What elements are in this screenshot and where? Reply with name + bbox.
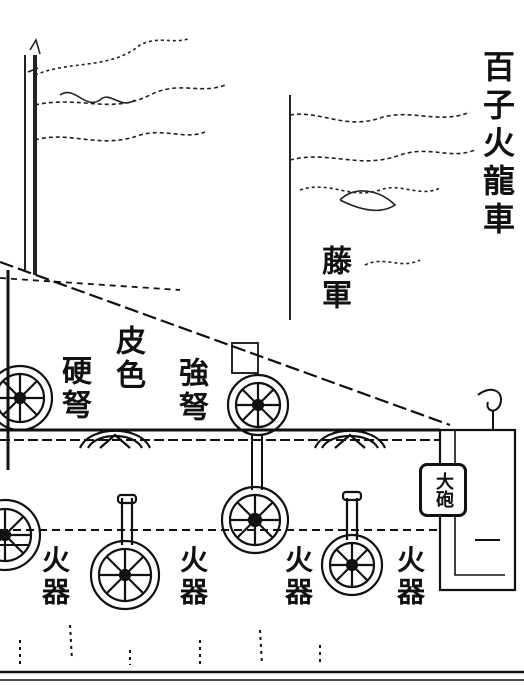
label-ying-nu: 硬弩: [56, 355, 91, 423]
title: 百子火龍車: [478, 50, 516, 240]
center-raised-wheel: [226, 342, 290, 490]
label-huo-qi-2: 火器: [176, 545, 209, 609]
label-huo-qi-4: 火器: [393, 545, 426, 609]
label-teng-che: 藤軍: [316, 245, 351, 313]
label-pi-pao: 皮色: [110, 325, 145, 393]
da-pao-box: 大砲: [419, 463, 467, 517]
lower-wheels: [0, 485, 384, 611]
label-qiang-nu: 強弩: [173, 357, 208, 425]
flag-right: [289, 95, 476, 320]
upper-wheels: [0, 364, 387, 449]
cart-frame: [0, 260, 524, 681]
label-huo-qi-1: 火器: [38, 545, 71, 609]
flag-left: [24, 37, 226, 275]
label-da-pao: 大砲: [433, 472, 454, 508]
label-huo-qi-3: 火器: [281, 545, 314, 609]
